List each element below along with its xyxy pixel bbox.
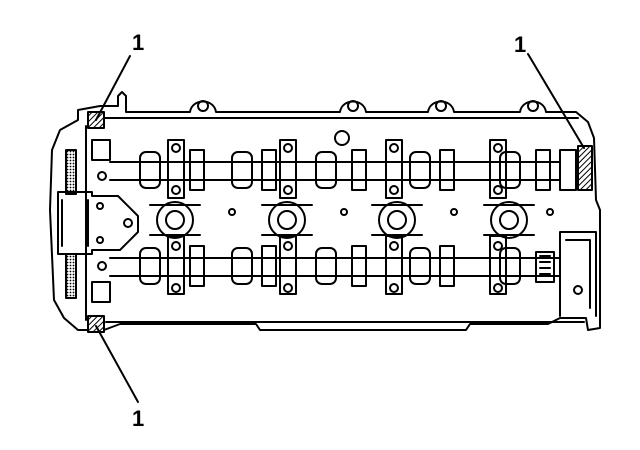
leader-line-bottom-left — [95, 325, 139, 403]
front-sprocket-area — [57, 139, 139, 303]
leader-line-top-left — [95, 55, 131, 121]
callout-label-top-right: 1 — [514, 32, 526, 57]
callout-label-top-left: 1 — [132, 30, 144, 55]
lower-camshaft — [97, 171, 583, 295]
sealant-points — [87, 111, 593, 333]
sealant-point-right — [577, 145, 593, 191]
callout-label-bottom-left: 1 — [132, 406, 144, 431]
leader-line-top-right — [527, 53, 585, 149]
cylinder-head-outline — [49, 91, 601, 331]
leader-lines — [95, 53, 585, 403]
sealant-point-bottom-left — [87, 315, 105, 333]
upper-camshaft — [109, 139, 577, 199]
